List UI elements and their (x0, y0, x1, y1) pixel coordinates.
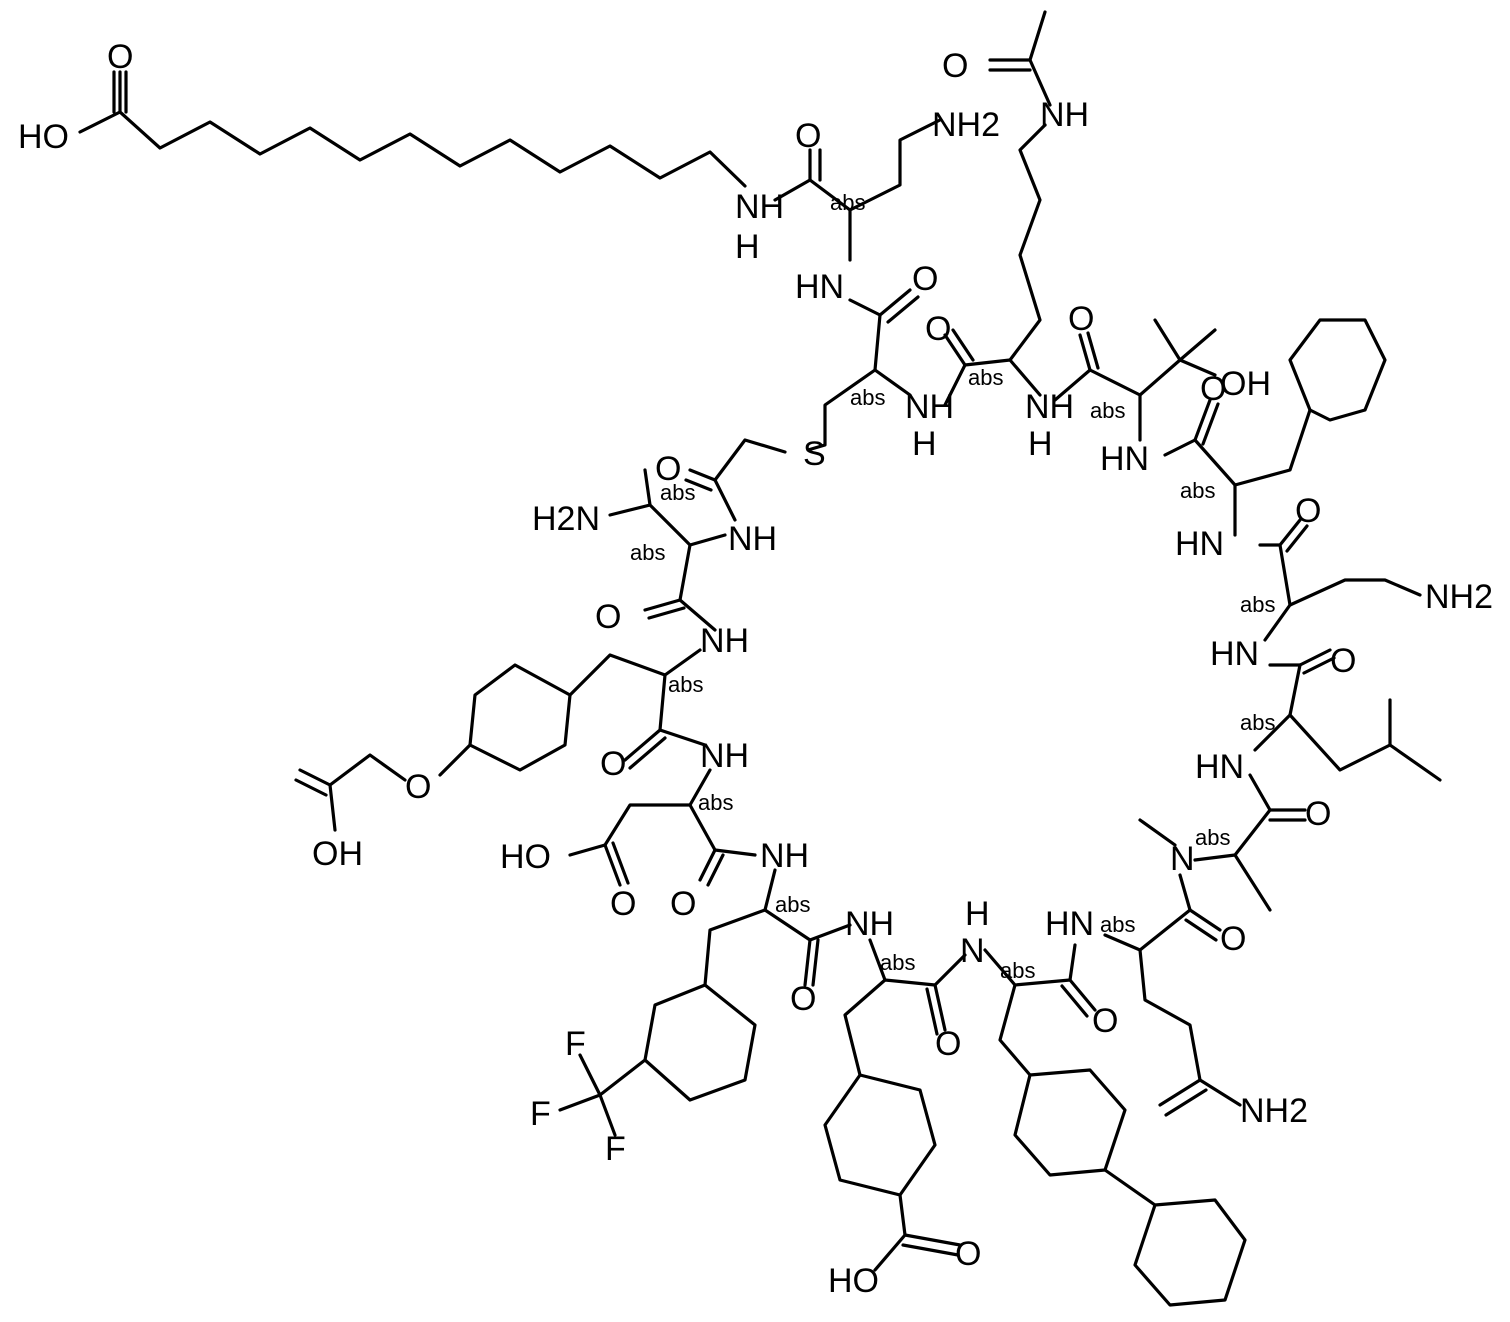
stereo-label: abs (1090, 398, 1125, 423)
atom-label: HN (1100, 440, 1149, 478)
atom-label: HO (18, 118, 69, 156)
stereo-label: abs (668, 672, 703, 697)
stereo-label: abs (1240, 592, 1275, 617)
atom-label: NH (1025, 388, 1074, 426)
atom-label: H (965, 895, 990, 933)
atom-label: HN (795, 268, 844, 306)
atom-label: O (1330, 642, 1356, 680)
atom-label: H (735, 228, 760, 266)
atom-label: O (912, 260, 938, 298)
stereo-label: abs (698, 790, 733, 815)
atom-label: F (565, 1025, 586, 1063)
atom-label: N (960, 932, 985, 970)
atom-label: NH (1040, 96, 1089, 134)
atom-label: H (912, 425, 937, 463)
atom-label: NH (735, 188, 784, 226)
stereo-label: abs (1100, 912, 1135, 937)
stereo-label: abs (850, 385, 885, 410)
atom-label: NH (905, 388, 954, 426)
atom-label: HN (1210, 635, 1259, 673)
atom-label: O (405, 768, 431, 806)
stereo-label: abs (630, 540, 665, 565)
atom-label: H (1028, 425, 1053, 463)
atom-label: O (795, 117, 821, 155)
atom-label: HO (828, 1262, 879, 1300)
atom-label: OH (1220, 365, 1271, 403)
atom-label: O (1220, 920, 1246, 958)
atom-label: F (605, 1130, 626, 1168)
atom-label: O (942, 47, 968, 85)
atom-label: HN (1045, 905, 1094, 943)
atom-label: NH (760, 837, 809, 875)
atom-label: HO (500, 838, 551, 876)
atom-label: NH2 (1425, 578, 1493, 616)
atom-label: O (955, 1235, 981, 1273)
atom-label: O (1200, 370, 1226, 408)
stereo-label: abs (775, 892, 810, 917)
atom-label: NH (728, 520, 777, 558)
stereo-label: abs (1240, 710, 1275, 735)
atom-label: S (803, 435, 826, 473)
atom-label: O (925, 310, 951, 348)
atom-label: F (530, 1095, 551, 1133)
atom-label: H2N (532, 500, 600, 538)
atom-label: O (107, 38, 133, 76)
atom-label: O (790, 980, 816, 1018)
atom-label: O (670, 885, 696, 923)
atom-label: NH2 (1240, 1092, 1308, 1130)
stereo-label: abs (1195, 825, 1230, 850)
atom-label: O (1295, 492, 1321, 530)
atom-label: N (1170, 840, 1195, 878)
stereo-label: abs (880, 950, 915, 975)
atom-label: OH (312, 835, 363, 873)
atom-label: O (610, 885, 636, 923)
stereo-label: abs (660, 480, 695, 505)
stereo-label: abs (830, 190, 865, 215)
atom-label: HN (1175, 525, 1224, 563)
atom-label: NH (700, 622, 749, 660)
stereo-label: abs (1000, 958, 1035, 983)
atom-label: NH (845, 905, 894, 943)
atom-label: O (1092, 1002, 1118, 1040)
atom-label: O (595, 598, 621, 636)
atom-labels: HO O NH H NH2 O NH O HN O O S NH H NH H … (18, 38, 1493, 1300)
stereo-label: abs (968, 365, 1003, 390)
atom-label: O (1305, 795, 1331, 833)
atom-label: HN (1195, 748, 1244, 786)
atom-label: O (600, 745, 626, 783)
atom-label: NH2 (932, 106, 1000, 144)
atom-label: O (935, 1025, 961, 1063)
atom-label: O (1068, 300, 1094, 338)
atom-label: NH (700, 737, 749, 775)
stereo-label: abs (1180, 478, 1215, 503)
